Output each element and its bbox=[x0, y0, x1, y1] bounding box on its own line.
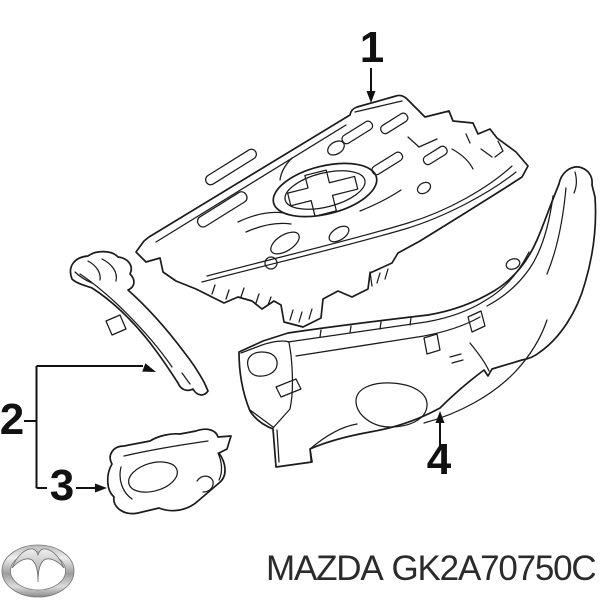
part-2-side-rail-drawing bbox=[70, 252, 208, 395]
part-4-rear-panel-drawing bbox=[239, 167, 596, 467]
speaker-cutout bbox=[268, 154, 382, 226]
callout-1-arrow bbox=[366, 68, 376, 103]
part-3-bracket-drawing bbox=[108, 429, 231, 513]
callout-2-3-bracket bbox=[24, 363, 156, 493]
callout-1-label: 1 bbox=[359, 23, 385, 72]
mazda-logo-icon bbox=[2, 545, 74, 597]
part-number-text: GK2A70750C bbox=[391, 549, 597, 588]
callout-3-label: 3 bbox=[49, 461, 75, 510]
brand-text: MAZDA bbox=[266, 549, 384, 588]
callout-2-label: 2 bbox=[0, 395, 25, 444]
callout-4-arrow bbox=[435, 411, 445, 446]
part-1-shelf-panel-drawing bbox=[136, 95, 528, 327]
callout-4-label: 4 bbox=[426, 435, 452, 484]
